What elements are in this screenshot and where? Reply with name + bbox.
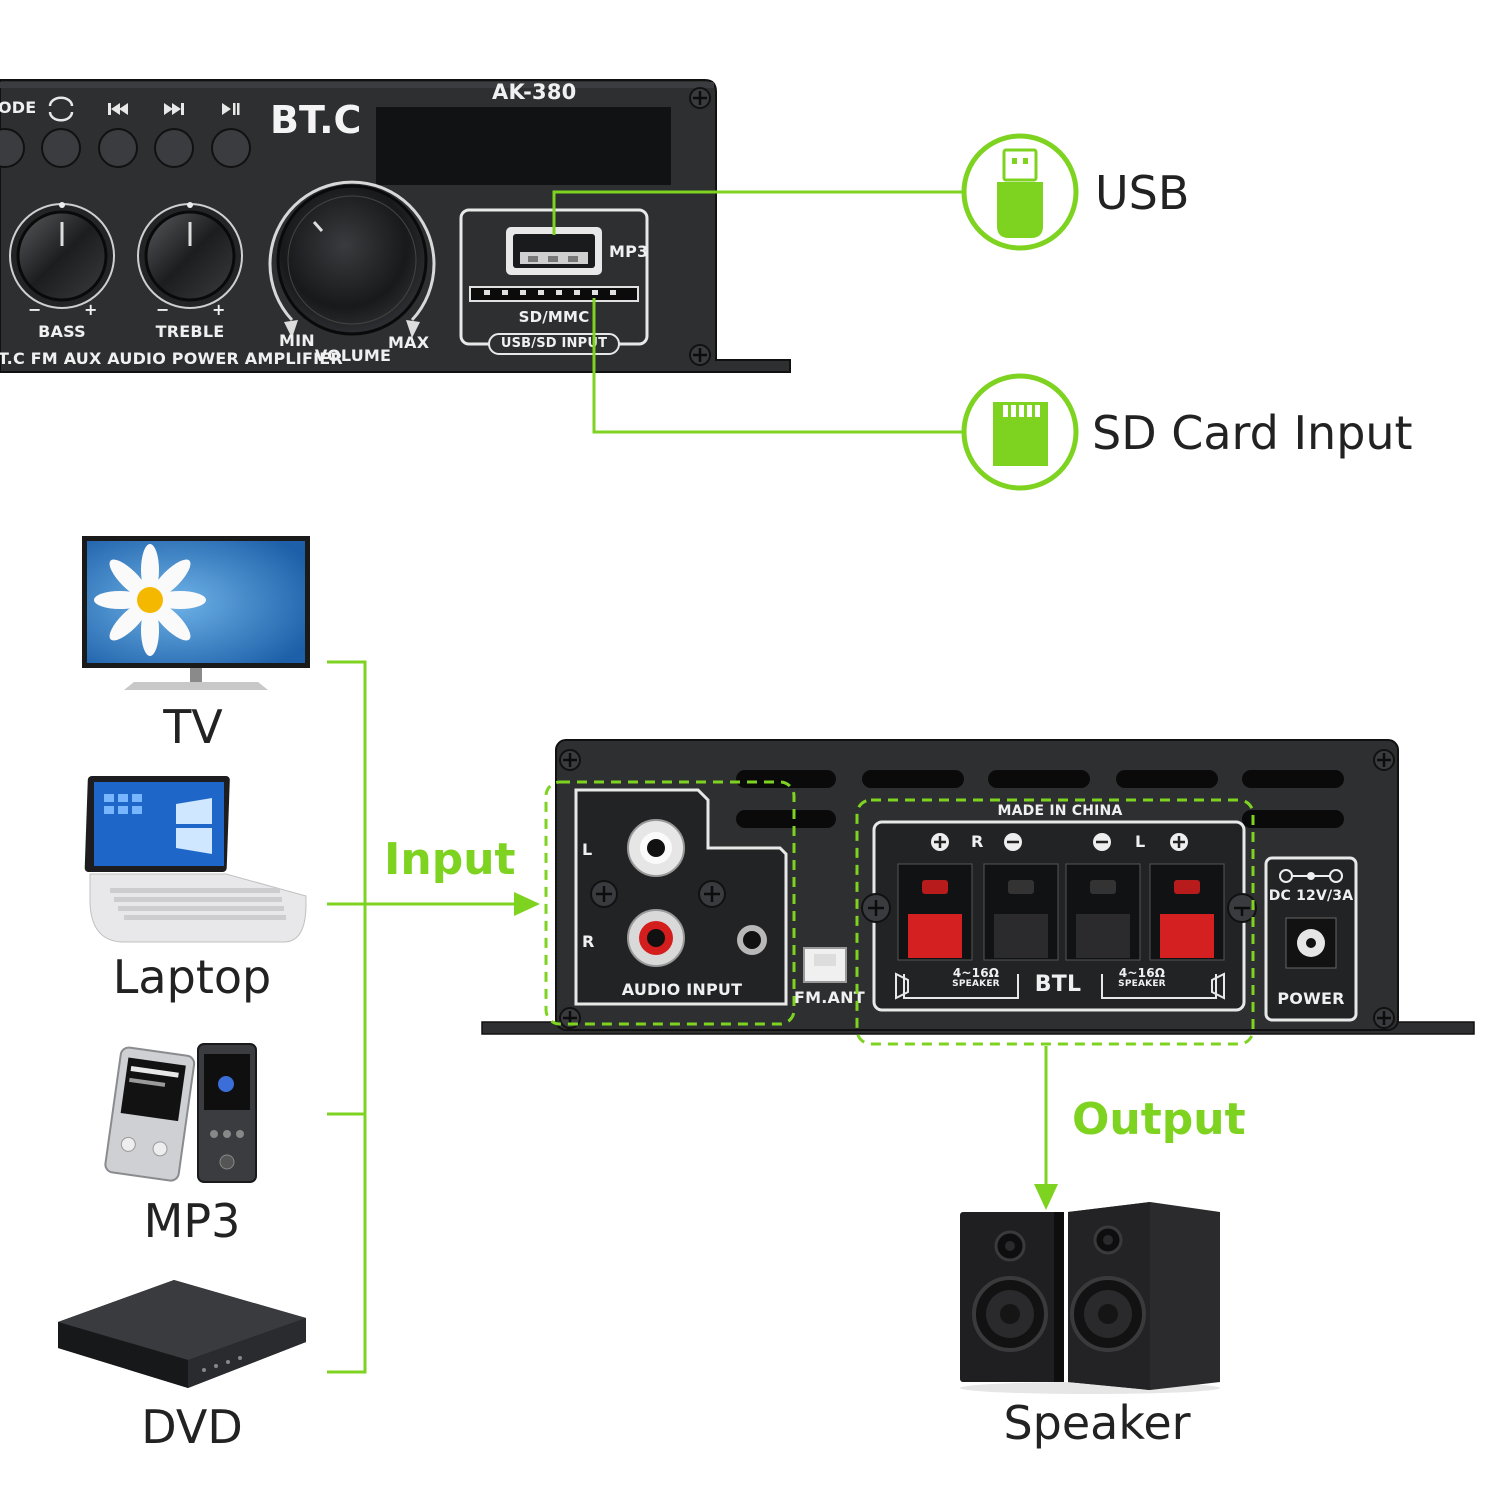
output-label: Output bbox=[1072, 1094, 1246, 1145]
mp3-label: MP3 bbox=[609, 242, 649, 261]
usb-sd-input-label: USB/SD INPUT bbox=[500, 336, 608, 351]
product-line-label: T.C FM AUX AUDIO POWER AMPLIFIER bbox=[0, 349, 343, 368]
speaker-left-label: L bbox=[1135, 832, 1146, 851]
made-in-label: MADE IN CHINA bbox=[997, 803, 1123, 819]
front-panel: AK-380 BT.C ODE BASS TREBLE − + − + MIN … bbox=[0, 0, 800, 380]
source-label-tv: TV bbox=[163, 700, 223, 754]
speaker-left-small-label: SPEAKER bbox=[1118, 979, 1166, 989]
speaker-right-label: R bbox=[971, 832, 984, 851]
input-arrow-icon bbox=[514, 892, 540, 916]
mode-label: ODE bbox=[0, 98, 37, 117]
brand-logo-text: BT.C bbox=[270, 98, 362, 142]
treble-label: TREBLE bbox=[155, 322, 225, 341]
sd-mmc-label: SD/MMC bbox=[518, 308, 590, 326]
sd-card-callout-label: SD Card Input bbox=[1092, 406, 1413, 460]
bass-plus: + bbox=[84, 300, 98, 319]
rear-panel-graphic bbox=[481, 739, 1475, 1035]
treble-minus: − bbox=[156, 300, 170, 319]
speaker-icon bbox=[960, 1202, 1220, 1394]
dc-rating-label: DC 12V/3A bbox=[1268, 888, 1354, 904]
usb-callout-label: USB bbox=[1095, 166, 1190, 220]
dvd-player-icon bbox=[58, 1280, 306, 1388]
impedance-left-label: 4~16Ω bbox=[1118, 966, 1166, 980]
tv-icon bbox=[82, 536, 310, 690]
laptop-icon bbox=[84, 776, 307, 943]
source-label-dvd: DVD bbox=[141, 1400, 243, 1454]
audio-input-label: AUDIO INPUT bbox=[621, 980, 743, 999]
input-bracket bbox=[327, 660, 540, 1374]
front-panel-graphic bbox=[0, 79, 791, 373]
min-label: MIN bbox=[279, 331, 315, 350]
input-label: Input bbox=[384, 834, 516, 885]
btl-label: BTL bbox=[1034, 972, 1082, 997]
max-label: MAX bbox=[388, 333, 430, 352]
mp3-player-icon bbox=[104, 1043, 257, 1183]
impedance-right-label: 4~16Ω bbox=[952, 966, 1000, 980]
power-label: POWER bbox=[1277, 989, 1345, 1008]
bass-label: BASS bbox=[38, 322, 86, 341]
treble-plus: + bbox=[212, 300, 226, 319]
output-arrow-icon bbox=[1034, 1184, 1058, 1210]
highlight-overlays bbox=[544, 780, 1255, 1210]
rear-panel: L R AUDIO INPUT FM.ANT MADE IN CHINA R L… bbox=[480, 736, 1476, 1046]
speaker-label: Speaker bbox=[1003, 1396, 1191, 1450]
model-label: AK-380 bbox=[492, 80, 577, 104]
callout-lines bbox=[552, 133, 1079, 491]
bass-minus: − bbox=[28, 300, 42, 319]
left-channel-label: L bbox=[582, 840, 593, 859]
volume-label: VOLUME bbox=[314, 346, 392, 365]
right-channel-label: R bbox=[582, 932, 595, 951]
speaker-right-small-label: SPEAKER bbox=[952, 979, 1000, 989]
fm-antenna-label: FM.ANT bbox=[794, 988, 865, 1007]
source-label-laptop: Laptop bbox=[112, 950, 272, 1004]
source-label-mp3: MP3 bbox=[143, 1194, 241, 1248]
